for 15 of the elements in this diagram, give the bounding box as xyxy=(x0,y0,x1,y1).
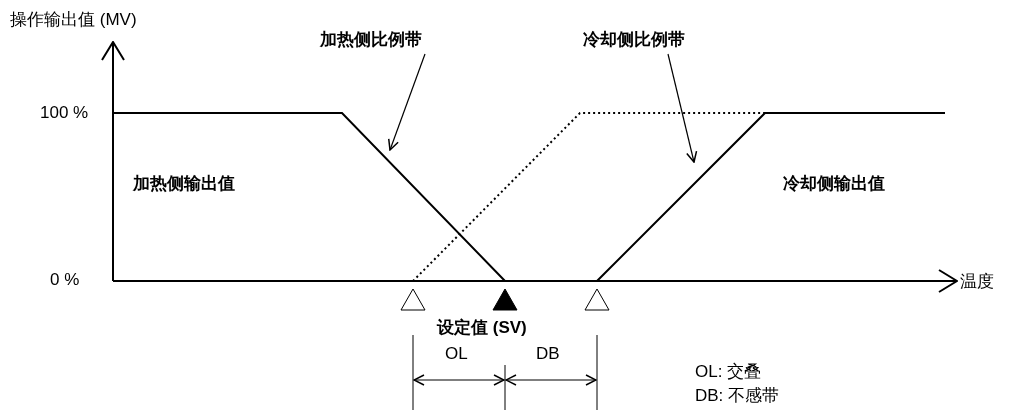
note-text: OL: 交叠 xyxy=(695,362,762,382)
tick-label: 0 % xyxy=(50,270,80,290)
callout-text: 冷却侧比例带 xyxy=(583,30,685,50)
dimension-label: OL xyxy=(445,344,468,364)
note-text: DB: 不感带 xyxy=(695,386,780,406)
region-label: 冷却侧输出值 xyxy=(783,174,885,194)
leader-line xyxy=(667,53,698,163)
axis-title: 操作输出值 (MV) xyxy=(10,10,137,30)
axis-title: 温度 xyxy=(960,272,994,292)
marker-label: 设定值 (SV) xyxy=(437,318,527,338)
tick-label: 100 % xyxy=(40,103,89,123)
dimension-label: DB xyxy=(536,344,560,364)
callout-text: 加热侧比例带 xyxy=(320,30,422,50)
leader-line xyxy=(388,53,426,151)
region-label: 加热侧输出值 xyxy=(133,174,235,194)
